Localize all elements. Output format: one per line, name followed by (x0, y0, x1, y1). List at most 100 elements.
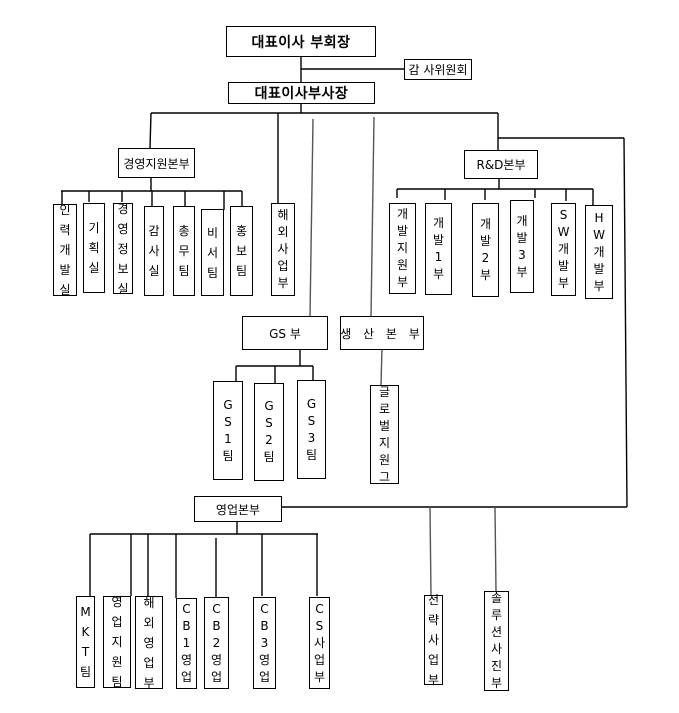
glyph: 영 (180, 653, 193, 667)
glyph: 영 (210, 652, 223, 667)
glyph: 업 (427, 653, 440, 667)
rnd-label: R&D본부 (476, 158, 526, 172)
glyph: 해 (143, 595, 155, 610)
glyph: 인 (59, 203, 71, 217)
audit-committee-box: 감 사위원회 (404, 59, 472, 80)
glyph: 사 (313, 635, 326, 650)
glyph: 실 (88, 261, 100, 275)
president-box: 대표이사부사장 (228, 82, 375, 104)
glyph: 실 (117, 281, 129, 296)
glyph: 개 (557, 242, 570, 256)
president-label: 대표이사부사장 (254, 86, 349, 102)
glyph: 사 (490, 642, 503, 656)
glyph: 발 (479, 234, 492, 248)
glyph: 홍 (235, 224, 248, 238)
glyph: 부 (313, 669, 326, 684)
glyph: 보 (235, 244, 248, 258)
glyph: T (81, 645, 90, 659)
glyph: 그 (378, 469, 391, 484)
glyph: 전 (427, 593, 440, 607)
glyph: 1 (434, 250, 443, 264)
glyph: 2 (212, 635, 221, 650)
glyph: G (223, 397, 233, 412)
glyph: 략 (427, 613, 440, 627)
glyph: S (265, 416, 273, 430)
glyph: 1 (182, 636, 191, 650)
glyph: C (260, 601, 269, 616)
glyph: 부 (143, 675, 155, 690)
glyph: 2 (481, 251, 490, 265)
glyph: 업 (313, 652, 326, 667)
glyph: 업 (143, 655, 155, 670)
glyph: 업 (277, 259, 289, 273)
glyph: 발 (432, 233, 445, 247)
glyph: B (212, 618, 221, 633)
glyph: 발 (396, 224, 409, 238)
glyph: 루 (490, 608, 503, 622)
glyph: 업 (111, 615, 123, 629)
glyph: 부 (479, 268, 492, 282)
glyph: 개 (396, 207, 409, 221)
glyph: 영 (258, 652, 271, 667)
glyph: 실 (148, 264, 160, 278)
glyph: 부 (432, 267, 445, 281)
glyph: 부 (490, 676, 503, 690)
glyph: 실 (59, 283, 71, 297)
glyph: W (557, 225, 570, 239)
glyph: 개 (516, 213, 528, 228)
glyph: C (315, 601, 324, 616)
glyph: 외 (277, 225, 289, 239)
glyph: 부 (593, 278, 605, 293)
audit-committee-label: 감 사위원회 (408, 63, 468, 77)
glyph: 발 (593, 261, 605, 276)
glyph: 팀 (111, 675, 123, 689)
glyph: K (81, 625, 90, 639)
glyph: 영 (111, 595, 123, 609)
production-box: 생 산 본 부 (340, 316, 424, 350)
management-support-box: 경영지원본부 (118, 148, 195, 178)
glyph: 부 (516, 264, 528, 279)
glyph: 3 (518, 247, 526, 262)
glyph: 개 (432, 216, 445, 230)
glyph: 팀 (178, 264, 190, 278)
glyph: 팀 (79, 665, 92, 679)
glyph: 3 (260, 635, 269, 650)
glyph: 발 (557, 259, 570, 273)
glyph: G (264, 399, 274, 413)
glyph: 감 (148, 224, 160, 238)
glyph: W (593, 227, 605, 242)
glyph: 팀 (305, 447, 318, 462)
